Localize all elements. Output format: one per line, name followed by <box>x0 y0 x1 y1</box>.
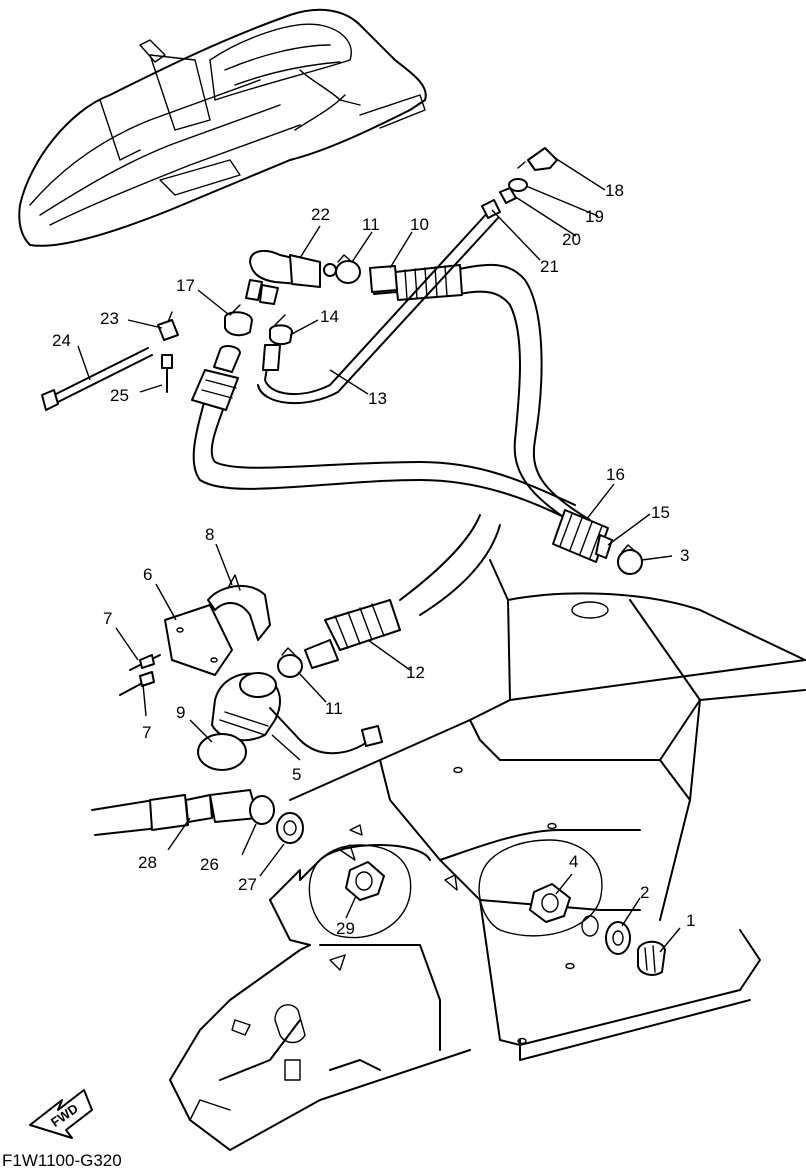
screw-7-upper <box>129 654 161 671</box>
callout-21: 21 <box>540 257 559 276</box>
cable-tie-24 <box>41 347 153 411</box>
callout-16: 16 <box>606 465 625 484</box>
callout-19: 19 <box>585 207 604 226</box>
callout-13: 13 <box>368 389 387 408</box>
watercraft-illustration <box>18 8 427 247</box>
clamp-3 <box>617 544 643 575</box>
rivet-25 <box>161 354 173 393</box>
callout-26: 26 <box>200 855 219 874</box>
callout-7-lower: 7 <box>142 723 151 742</box>
callout-27: 27 <box>238 875 257 894</box>
check-valve-18 <box>517 147 558 171</box>
callout-14: 14 <box>320 307 339 326</box>
callout-7-upper: 7 <box>103 609 112 628</box>
callout-18: 18 <box>605 181 624 200</box>
washer-2 <box>605 921 631 955</box>
mount-plate-6 <box>164 604 233 676</box>
callout-8: 8 <box>205 525 214 544</box>
nut-29 <box>345 861 385 901</box>
fitting-26 <box>209 789 275 825</box>
callout-23: 23 <box>100 309 119 328</box>
hull-structure <box>169 559 806 1151</box>
fitting-1 <box>637 940 666 976</box>
fwd-arrow-icon: FWD <box>29 1089 93 1139</box>
bilge-pump-5 <box>211 672 383 755</box>
hose-clamp-11-bottom <box>277 647 303 678</box>
callout-28: 28 <box>138 853 157 872</box>
callout-11-bottom: 11 <box>325 699 343 718</box>
nut-4 <box>529 883 571 923</box>
callout-15: 15 <box>651 503 670 522</box>
callout-labels: 1 2 3 4 5 6 7 7 8 9 10 11 11 12 13 14 15… <box>52 181 695 938</box>
callout-12: 12 <box>406 663 425 682</box>
clamp-14 <box>269 314 293 346</box>
corrugated-section-left <box>191 345 241 411</box>
callout-24: 24 <box>52 331 71 350</box>
callout-25: 25 <box>110 386 129 405</box>
callout-2: 2 <box>640 883 649 902</box>
callout-29: 29 <box>336 919 355 938</box>
tube-end-13 <box>262 344 281 371</box>
corrugated-section-lower <box>304 599 401 669</box>
clamp-17 <box>224 304 253 337</box>
callout-11-top: 11 <box>362 215 380 234</box>
callout-5: 5 <box>292 765 301 784</box>
screw-7-lower <box>119 671 155 696</box>
diagram-code: F1W1100-G320 <box>2 1151 122 1170</box>
callout-1: 1 <box>686 911 695 930</box>
elbow-fitting-22 <box>245 249 337 305</box>
callout-6: 6 <box>143 565 152 584</box>
callout-10: 10 <box>410 215 429 234</box>
callout-9: 9 <box>176 703 185 722</box>
callout-17: 17 <box>176 276 195 295</box>
hose-fitting-10 <box>369 265 398 293</box>
bracket-8 <box>207 574 271 641</box>
corrugated-section-right <box>552 509 613 563</box>
washer-19 <box>508 178 528 192</box>
hose-clamp-11-top <box>335 254 361 284</box>
callout-3: 3 <box>680 546 689 565</box>
cable-tie-holder-23 <box>157 311 179 341</box>
hose-end-28 <box>91 794 213 836</box>
leader-lines <box>77 157 681 953</box>
callout-20: 20 <box>562 230 581 249</box>
callout-4: 4 <box>569 852 578 871</box>
filter-9 <box>197 733 247 771</box>
callout-22: 22 <box>311 205 330 224</box>
washer-27 <box>276 812 304 844</box>
